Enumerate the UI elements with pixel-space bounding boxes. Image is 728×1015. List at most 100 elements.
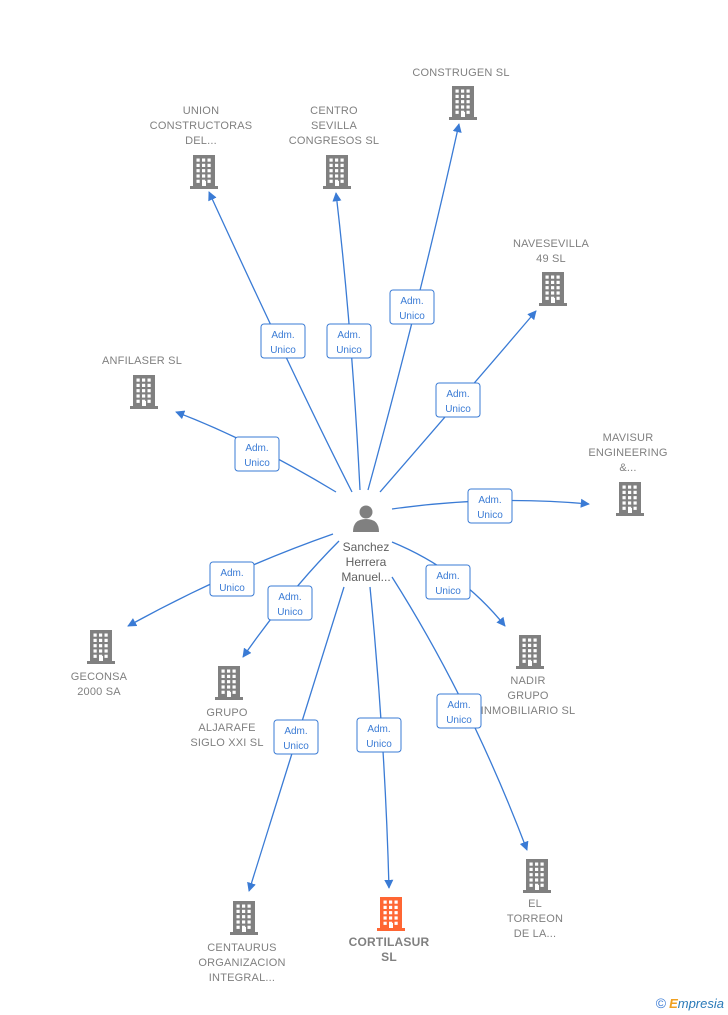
company-label-line: ANFILASER SL <box>102 355 182 367</box>
relation-badge-text: Adm. <box>278 592 301 603</box>
relation-badge-text: Adm. <box>400 296 423 307</box>
relation-badge-text: Unico <box>277 607 303 618</box>
building-icon <box>539 272 567 306</box>
company-label-line: ALJARAFE <box>198 722 255 734</box>
edge-union <box>208 191 353 493</box>
relation-badge: Adm. Unico <box>425 564 471 600</box>
company-label-line: NADIR <box>510 675 545 687</box>
building-icon <box>323 155 351 189</box>
person-name-line: Manuel... <box>341 570 390 584</box>
company-label-line: UNION <box>183 105 219 117</box>
relation-badge: Adm. Unico <box>273 719 319 755</box>
company-label-line: MAVISUR <box>603 432 654 444</box>
company-node-torreon[interactable]: EL TORREON DE LA... <box>507 859 563 940</box>
relation-badge: Adm. Unico <box>326 323 372 359</box>
relation-badge: Adm. Unico <box>260 323 306 359</box>
relation-badge-text: Adm. <box>337 330 360 341</box>
relation-badge: Adm. Unico <box>435 382 481 418</box>
relation-badge: Adm. Unico <box>436 693 482 729</box>
company-label-line: DE LA... <box>514 928 557 940</box>
relation-badge-text: Adm. <box>367 724 390 735</box>
company-label-line: NAVESEVILLA <box>513 238 589 250</box>
company-label-line: SL <box>381 950 397 964</box>
company-label-line: CONGRESOS SL <box>289 135 379 147</box>
company-node-geconsa[interactable]: GECONSA 2000 SA <box>71 630 128 698</box>
relation-badge-text: Unico <box>446 715 472 726</box>
brand-logo-letter: E <box>669 996 678 1011</box>
company-label-line: EL <box>528 898 542 910</box>
company-node-anfilaser[interactable]: ANFILASER SL <box>102 355 182 409</box>
company-node-centaurus[interactable]: CENTAURUS ORGANIZACION INTEGRAL... <box>198 901 285 984</box>
company-node-union[interactable]: UNION CONSTRUCTORAS DEL... <box>150 105 253 189</box>
relation-badge-text: Adm. <box>245 443 268 454</box>
relation-badge: Adm. Unico <box>209 561 255 597</box>
building-icon <box>449 86 477 120</box>
brand-logo-text: mpresia <box>677 996 724 1011</box>
company-label-line: TORREON <box>507 913 563 925</box>
company-label-line: ENGINEERING <box>588 447 667 459</box>
company-label-line: 49 SL <box>536 253 566 265</box>
relation-badge-text: Adm. <box>446 389 469 400</box>
relation-badge-text: Unico <box>283 741 309 752</box>
building-icon <box>87 630 115 664</box>
relation-badge-text: Unico <box>336 345 362 356</box>
company-label-line: GECONSA <box>71 671 128 683</box>
footer-brand: ©Empresia <box>656 995 724 1011</box>
company-node-nadir[interactable]: NADIR GRUPO INMOBILIARIO SL <box>481 635 576 717</box>
company-node-construgen[interactable]: CONSTRUGEN SL <box>412 67 509 120</box>
company-node-navesevilla[interactable]: NAVESEVILLA 49 SL <box>513 238 589 306</box>
person-node[interactable]: SanchezHerreraManuel... <box>341 505 391 585</box>
company-label-line: 2000 SA <box>77 686 121 698</box>
building-icon <box>616 482 644 516</box>
company-node-aljarafe[interactable]: GRUPO ALJARAFE SIGLO XXI SL <box>190 666 263 749</box>
building-icon <box>215 666 243 700</box>
company-label-line: CENTRO <box>310 105 358 117</box>
company-label-line: CORTILASUR <box>349 935 430 949</box>
building-icon <box>523 859 551 893</box>
relation-badge-text: Unico <box>366 739 392 750</box>
relation-badge-text: Unico <box>219 583 245 594</box>
building-icon <box>377 897 405 931</box>
building-icon <box>230 901 258 935</box>
person-name-line: Herrera <box>346 555 387 569</box>
company-label-line: SEVILLA <box>311 120 358 132</box>
company-label-line: GRUPO <box>206 707 248 719</box>
relation-badge: Adm. Unico <box>267 585 313 621</box>
relation-badge: Adm. Unico <box>467 488 513 524</box>
relation-badge-text: Adm. <box>271 330 294 341</box>
relation-badge-text: Unico <box>399 311 425 322</box>
relation-badge-text: Unico <box>445 404 471 415</box>
company-label-line: &... <box>619 462 636 474</box>
building-icon <box>190 155 218 189</box>
relation-badge-text: Unico <box>435 586 461 597</box>
relation-badge: Adm. Unico <box>234 436 280 472</box>
company-label-line: GRUPO <box>507 690 549 702</box>
company-label-line: DEL... <box>185 135 217 147</box>
relation-badge: Adm. Unico <box>389 289 435 325</box>
copyright-icon: © <box>655 995 667 1011</box>
company-label-line: CENTAURUS <box>207 942 276 954</box>
company-label-line: SIGLO XXI SL <box>190 737 263 749</box>
company-label-line: INMOBILIARIO SL <box>481 705 576 717</box>
company-node-centro[interactable]: CENTRO SEVILLA CONGRESOS SL <box>289 105 379 189</box>
relation-badge: Adm. Unico <box>356 717 402 753</box>
company-label-line: ORGANIZACION <box>198 957 285 969</box>
relation-badge-text: Unico <box>477 510 503 521</box>
company-label-line: INTEGRAL... <box>209 972 275 984</box>
building-icon <box>130 375 158 409</box>
person-name-line: Sanchez <box>343 540 390 554</box>
relation-badge-text: Adm. <box>478 495 501 506</box>
company-node-mavisur[interactable]: MAVISUR ENGINEERING &... <box>588 432 667 516</box>
relation-badge-text: Adm. <box>436 571 459 582</box>
company-label-line: CONSTRUCTORAS <box>150 120 253 132</box>
relation-badge-text: Adm. <box>284 726 307 737</box>
building-icon <box>516 635 544 669</box>
relation-badge-text: Unico <box>244 458 270 469</box>
relation-badge-text: Adm. <box>220 568 243 579</box>
company-label-line: CONSTRUGEN SL <box>412 67 509 79</box>
person-icon <box>353 505 379 532</box>
relation-badge-text: Adm. <box>447 700 470 711</box>
relation-badge-text: Unico <box>270 345 296 356</box>
